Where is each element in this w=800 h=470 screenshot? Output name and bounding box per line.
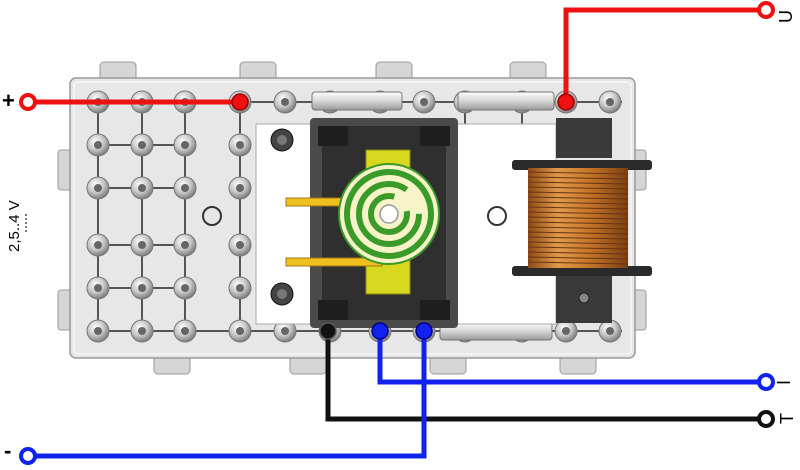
coil-winding bbox=[527, 246, 629, 250]
socket-hole bbox=[181, 241, 189, 249]
bridge-bars bbox=[311, 91, 555, 341]
socket-hole bbox=[94, 184, 102, 192]
socket-hole bbox=[138, 327, 146, 335]
coil-winding bbox=[527, 211, 629, 215]
coil-winding bbox=[527, 216, 629, 220]
coil-winding bbox=[527, 241, 629, 245]
coil-winding bbox=[527, 206, 629, 210]
heating-disc-icon bbox=[338, 163, 440, 265]
coil-winding bbox=[527, 171, 629, 175]
wire-plugs bbox=[231, 93, 575, 340]
socket-hole bbox=[236, 284, 244, 292]
socket-hole bbox=[281, 98, 289, 106]
coil-winding bbox=[527, 261, 629, 265]
socket-hole bbox=[606, 327, 614, 335]
wire-red-u bbox=[563, 7, 766, 102]
coil-icon bbox=[512, 118, 652, 323]
socket-hole bbox=[420, 98, 428, 106]
socket-hole bbox=[138, 241, 146, 249]
wire-black-t bbox=[325, 331, 766, 422]
coil-winding bbox=[527, 251, 629, 255]
socket-hole bbox=[94, 241, 102, 249]
logo-mark bbox=[202, 206, 507, 226]
socket-hole bbox=[181, 141, 189, 149]
coil-winding bbox=[527, 191, 629, 195]
coil-winding bbox=[527, 256, 629, 260]
coil-winding bbox=[527, 236, 629, 240]
coil-winding bbox=[527, 201, 629, 205]
socket-hole bbox=[94, 141, 102, 149]
coil-winding bbox=[527, 226, 629, 230]
terminal-icon bbox=[19, 1, 775, 465]
coil-winding bbox=[527, 186, 629, 190]
socket-hole bbox=[181, 327, 189, 335]
coil-winding bbox=[527, 231, 629, 235]
socket-hole bbox=[236, 327, 244, 335]
socket-hole bbox=[181, 284, 189, 292]
socket-hole bbox=[236, 184, 244, 192]
plus-label: + bbox=[2, 88, 15, 113]
socket-hole bbox=[562, 327, 570, 335]
socket-hole bbox=[94, 284, 102, 292]
socket-hole bbox=[236, 241, 244, 249]
thumb-screw-icon bbox=[270, 128, 294, 306]
voltage-label: 2,5..4 V bbox=[6, 200, 23, 252]
socket-hole bbox=[138, 141, 146, 149]
socket-hole bbox=[181, 184, 189, 192]
socket-hole bbox=[606, 98, 614, 106]
t-label: T bbox=[777, 413, 797, 424]
socket-hole bbox=[236, 141, 244, 149]
wire-blue-minus bbox=[28, 331, 427, 459]
coil-winding bbox=[527, 181, 629, 185]
wire-blue-i bbox=[377, 331, 766, 385]
coil-winding bbox=[527, 221, 629, 225]
socket-hole bbox=[138, 184, 146, 192]
u-label: U bbox=[776, 10, 796, 23]
i-label: I bbox=[774, 379, 795, 386]
socket-hole bbox=[138, 284, 146, 292]
socket-hole bbox=[281, 327, 289, 335]
coil-winding bbox=[527, 176, 629, 180]
socket-hole bbox=[94, 327, 102, 335]
minus-label: - bbox=[4, 438, 12, 463]
coil-winding bbox=[527, 196, 629, 200]
